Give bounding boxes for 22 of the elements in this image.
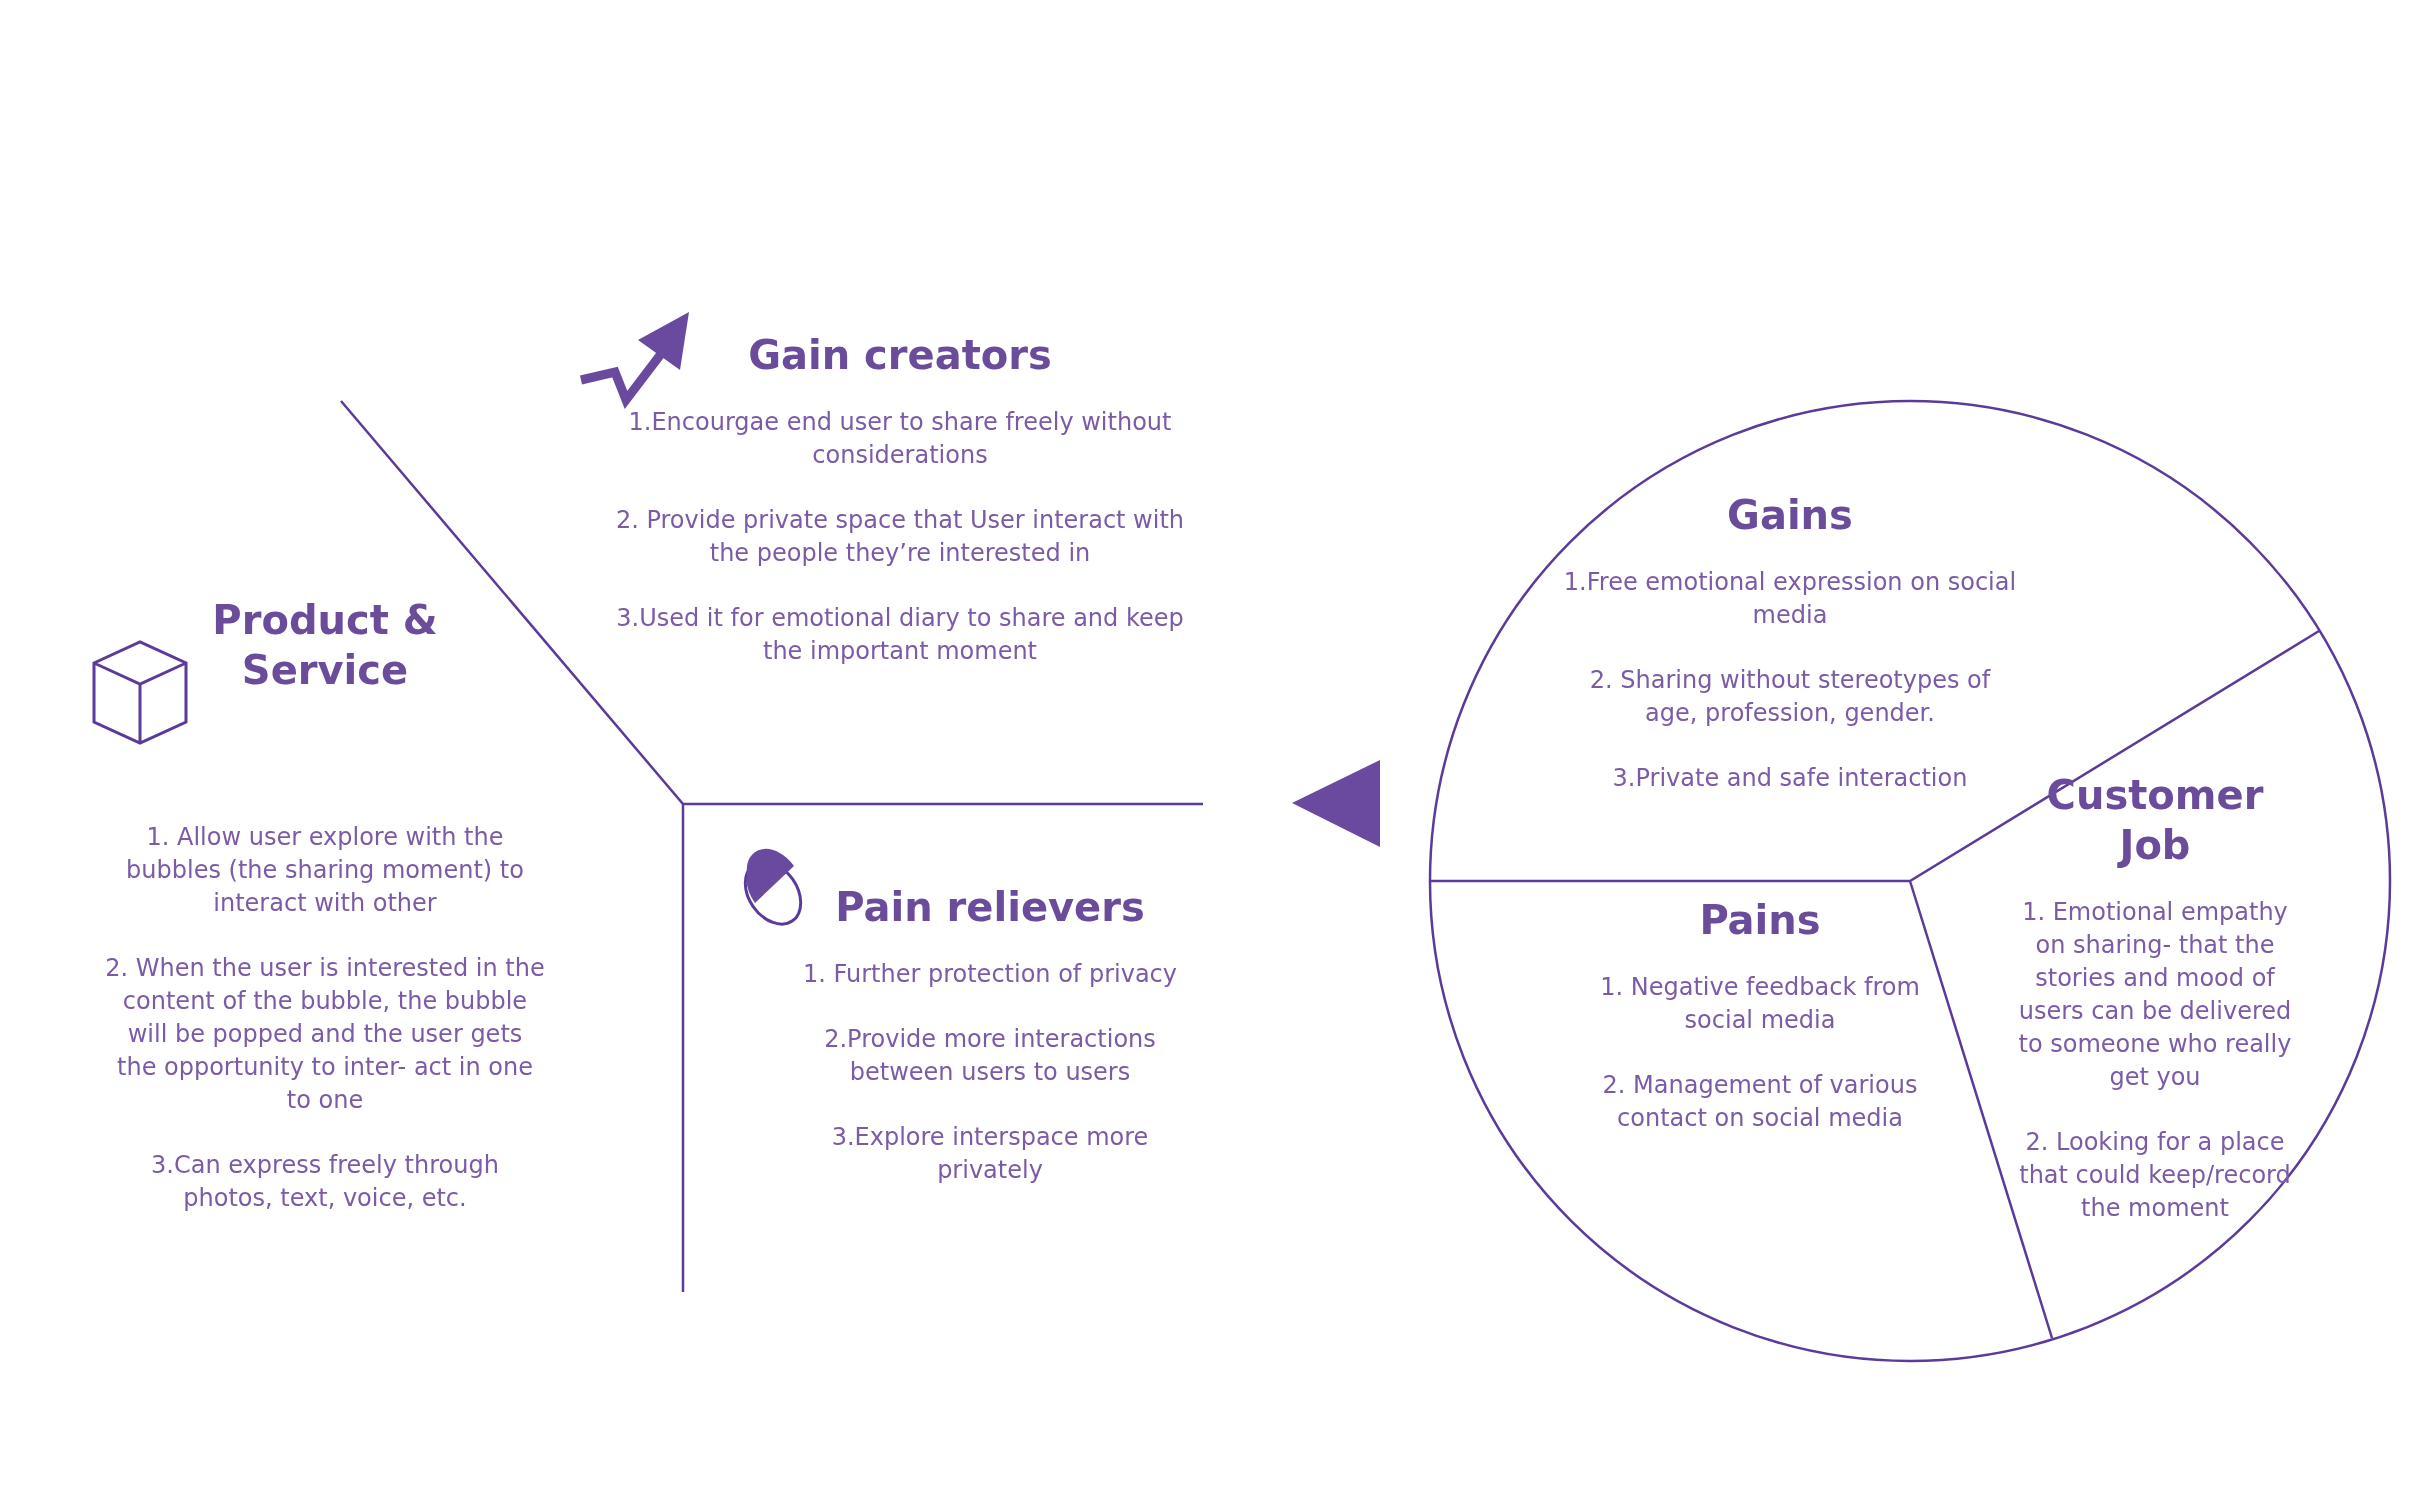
list-item: 3.Can express freely through photos, text, voice, etc.	[150, 1150, 500, 1214]
list-item: 3.Used it for emotional diary to share and keep the important moment	[615, 603, 1185, 667]
list-item: 1.Encourgae end user to share freely without considerations	[627, 407, 1173, 471]
list-item: 1. Emotional empathy on sharing- that the stories and mood of users can be delivered to someone who really get you	[2017, 897, 2293, 1093]
list-item: 3.Explore interspace more privately	[830, 1122, 1150, 1186]
section-heading: Customer Job	[2045, 771, 2265, 870]
list-item: 2. Provide private space that User interact with the people they’re interested in	[614, 505, 1186, 569]
list-item: 1.Free emotional expression on social media	[1562, 567, 2018, 631]
list-item: 2. Looking for a place that could keep/record the moment	[2018, 1127, 2292, 1224]
section-heading: Pain relievers	[835, 883, 1145, 932]
section-heading: Gains	[1727, 491, 1853, 540]
list-item: 2.Provide more interactions between users to users	[823, 1024, 1157, 1088]
list-item: 2. When the user is interested in the content of the bubble, the bubble will be popped and the user gets the opportunity to inter- act in one to one	[105, 953, 545, 1116]
list-item: 1. Allow user explore with the bubbles (the sharing moment) to interact with other	[125, 822, 525, 919]
section-heading: Product & Service	[211, 596, 439, 695]
list-item: 2. Management of various contact on social media	[1601, 1070, 1919, 1134]
list-item: 3.Private and safe interaction	[1611, 763, 1969, 794]
section-heading: Gain creators	[748, 331, 1052, 380]
list-item: 2. Sharing without stereotypes of age, profession, gender.	[1588, 665, 1992, 729]
section-heading: Pains	[1699, 896, 1821, 945]
list-item: 1. Further protection of privacy	[801, 959, 1179, 990]
list-item: 1. Negative feedback from social media	[1599, 972, 1921, 1036]
